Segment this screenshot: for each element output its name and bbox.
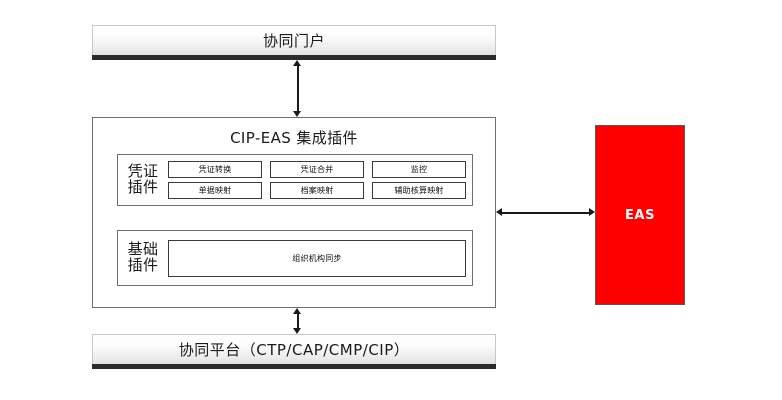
arrow-shaft [297, 65, 299, 112]
arrow-shaft [501, 212, 590, 214]
arrow-head-left-icon [496, 208, 502, 216]
arrow-head-down-icon [293, 328, 301, 334]
arrow-head-up-icon [293, 308, 301, 314]
arrow-head-down-icon [293, 111, 301, 117]
voucher-plugin-group-body: 凭证转换 凭证合并 监控 单据映射 档案映射 辅助核算映射 [168, 161, 472, 199]
plugin-chip-archive-mapping[interactable]: 档案映射 [270, 182, 364, 199]
basic-plugin-group-label: 基础 插件 [118, 240, 168, 274]
voucher-plugin-label-line1: 凭证 [127, 162, 159, 181]
platform-connector-arrow-icon [291, 308, 304, 334]
plugin-chip-auxiliary-accounting-mapping[interactable]: 辅助核算映射 [372, 182, 466, 199]
arrow-head-up-icon [293, 60, 301, 66]
platform-bar-label: 协同平台（CTP/CAP/CMP/CIP） [178, 341, 410, 359]
eas-system-label: EAS [624, 207, 656, 223]
plugin-chip-org-structure-sync[interactable]: 组织机构同步 [168, 239, 466, 277]
eas-system-block[interactable]: EAS [595, 125, 685, 305]
arrow-shaft [297, 313, 299, 329]
plugin-container: CIP-EAS 集成插件 凭证 插件 凭证转换 凭证合并 监控 单据映射 档案映… [92, 117, 496, 308]
plugin-chip-monitoring[interactable]: 监控 [372, 161, 466, 178]
basic-plugin-label-line2: 插件 [127, 256, 159, 274]
portal-bar[interactable]: 协同门户 [92, 25, 496, 60]
portal-bar-label: 协同门户 [262, 32, 325, 50]
plugin-chip-document-mapping[interactable]: 单据映射 [168, 182, 262, 199]
voucher-plugin-row-2: 单据映射 档案映射 辅助核算映射 [168, 182, 466, 199]
voucher-plugin-row-1: 凭证转换 凭证合并 监控 [168, 161, 466, 178]
portal-connector-arrow-icon [291, 60, 304, 117]
eas-connector-arrow-icon [496, 206, 595, 219]
voucher-plugin-label-line2: 插件 [127, 178, 159, 196]
plugin-chip-voucher-conversion[interactable]: 凭证转换 [168, 161, 262, 178]
arrow-head-right-icon [589, 208, 595, 216]
platform-bar[interactable]: 协同平台（CTP/CAP/CMP/CIP） [92, 334, 496, 369]
basic-plugin-group: 基础 插件 组织机构同步 [117, 230, 473, 286]
plugin-container-title: CIP-EAS 集成插件 [230, 129, 358, 147]
voucher-plugin-group-label: 凭证 插件 [118, 162, 168, 196]
basic-plugin-group-body: 组织机构同步 [168, 239, 472, 277]
plugin-chip-voucher-merge[interactable]: 凭证合并 [270, 161, 364, 178]
voucher-plugin-group: 凭证 插件 凭证转换 凭证合并 监控 单据映射 档案映射 辅助核算映射 [117, 154, 473, 206]
basic-plugin-label-line1: 基础 [127, 240, 159, 259]
